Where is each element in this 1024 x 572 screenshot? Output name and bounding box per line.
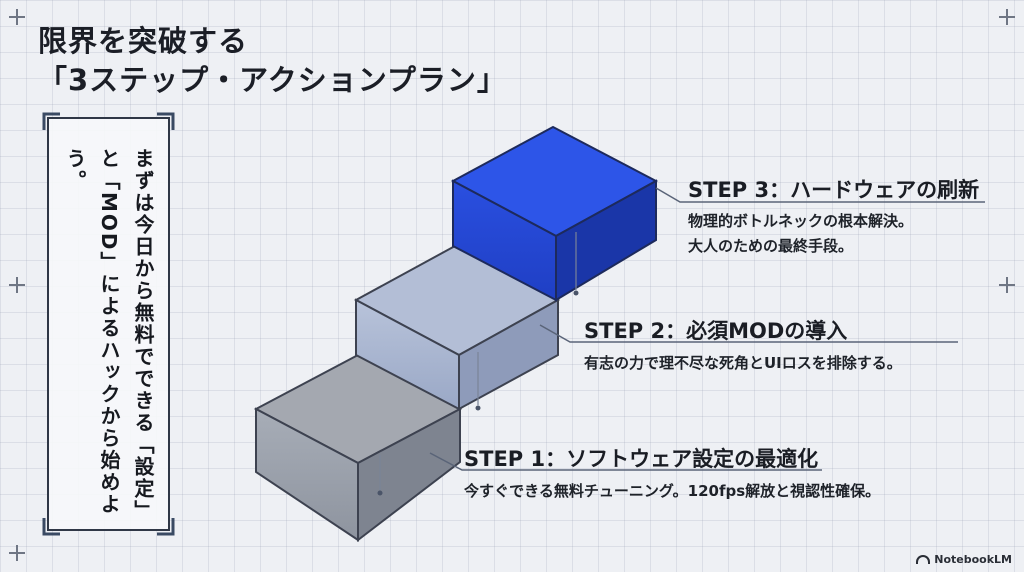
step-1-desc-line-1: 今すぐできる無料チューニング。120fps解放と視認性確保。 xyxy=(464,482,881,500)
crosshair-mid-left-icon xyxy=(9,277,25,293)
title-line-2: 「3ステップ・アクションプラン」 xyxy=(38,63,507,97)
step-3-block xyxy=(450,125,659,302)
step-1-description: 今すぐできる無料チューニング。120fps解放と視認性確保。 xyxy=(464,479,880,504)
step-3-right xyxy=(555,179,657,302)
title-line-1: 限界を突破する xyxy=(38,24,249,58)
step-3-connector xyxy=(655,187,985,203)
step-3-description: 物理的ボトルネックの根本解決。 大人のための最終手段。 xyxy=(688,209,913,259)
step-3-title: STEP 3：ハードウェアの刷新 xyxy=(688,178,980,202)
step-1-right xyxy=(357,407,461,543)
notebooklm-logo-icon xyxy=(916,555,931,564)
brand-label: NotebookLM xyxy=(934,553,1012,566)
step-2-block xyxy=(353,244,561,411)
step-1-connector xyxy=(429,452,822,471)
step-1-title: STEP 1：ソフトウェア設定の最適化 xyxy=(464,447,819,471)
side-note-text: まずは今日から無料でできる「設定」と「MOD」によるハックから始めよう。 xyxy=(63,148,155,516)
crosshair-top-left-icon xyxy=(9,9,25,25)
step-2-right xyxy=(458,298,559,411)
crosshair-mid-right-icon xyxy=(999,277,1015,293)
step-2-title: STEP 2：必須MODの導入 xyxy=(584,319,848,343)
brand-watermark: NotebookLM xyxy=(916,553,1012,566)
step-2-connector xyxy=(539,324,958,343)
crosshair-bottom-left-icon xyxy=(9,545,25,561)
step-2-tick-dot-icon xyxy=(475,405,481,411)
step-2-description: 有志の力で理不尽な死角とUIロスを排除する。 xyxy=(584,351,902,376)
step-1-tick-dot-icon xyxy=(377,490,383,496)
step-3-desc-line-1: 物理的ボトルネックの根本解決。 xyxy=(688,212,914,230)
step-2-desc-line-1: 有志の力で理不尽な死角とUIロスを排除する。 xyxy=(584,354,902,372)
step-3-desc-line-2: 大人のための最終手段。 xyxy=(688,237,854,255)
slide-title: 限界を突破する 「3ステップ・アクションプラン」 xyxy=(38,22,507,100)
side-note-frame xyxy=(47,117,170,531)
step-3-tick-dot-icon xyxy=(573,290,579,296)
crosshair-top-right-icon xyxy=(999,9,1015,25)
